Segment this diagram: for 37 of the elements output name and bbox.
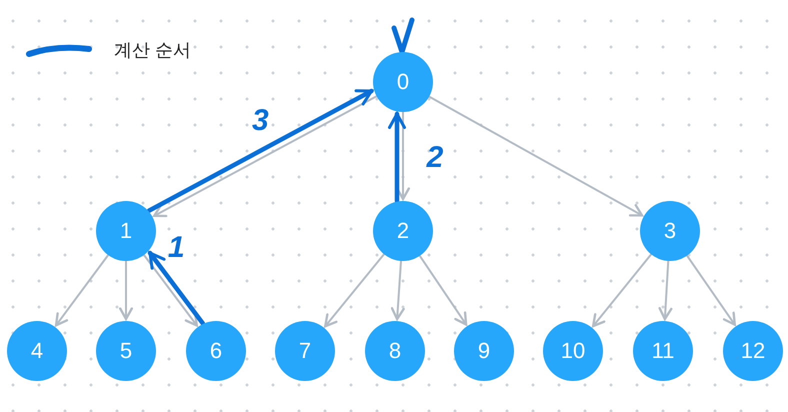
edge-label: 1 [168, 233, 185, 264]
tree-node-circle [454, 321, 514, 381]
node-label: 9 [478, 338, 490, 364]
node-label: 4 [30, 338, 44, 364]
node-label: 8 [388, 338, 402, 364]
arrow [592, 253, 652, 328]
edge-label: 3 [252, 106, 269, 136]
tree-node-circle [373, 201, 433, 261]
node-label: 6 [210, 338, 222, 364]
arrow [658, 260, 672, 320]
node-label: 1 [120, 218, 132, 244]
node-label: 10 [560, 338, 586, 364]
node-label: 12 [740, 338, 766, 364]
tree-node-circle [7, 321, 67, 381]
legend-label: 계산 순서 [114, 39, 192, 62]
arrow [119, 260, 133, 320]
arrow [148, 250, 206, 326]
node-label: 2 [396, 218, 410, 244]
tree-node-circle [633, 321, 693, 381]
arrow [54, 254, 110, 326]
tree-node-circle [96, 201, 156, 261]
tree-node-circle [640, 201, 700, 261]
tree-node-circle [275, 321, 335, 381]
edge-label: 2 [426, 142, 444, 172]
tree-node-circle [186, 321, 246, 381]
arrow [388, 112, 406, 204]
node-label: 3 [664, 218, 676, 244]
node-label: 0 [396, 69, 410, 95]
arrow [418, 254, 468, 326]
arrow [143, 254, 198, 327]
node-label: 7 [298, 338, 312, 364]
arrow [428, 96, 644, 217]
node-label: 11 [652, 338, 674, 364]
arrow [686, 254, 736, 326]
node-label: 5 [120, 338, 132, 364]
arrow [390, 260, 405, 320]
arrow [324, 253, 386, 328]
